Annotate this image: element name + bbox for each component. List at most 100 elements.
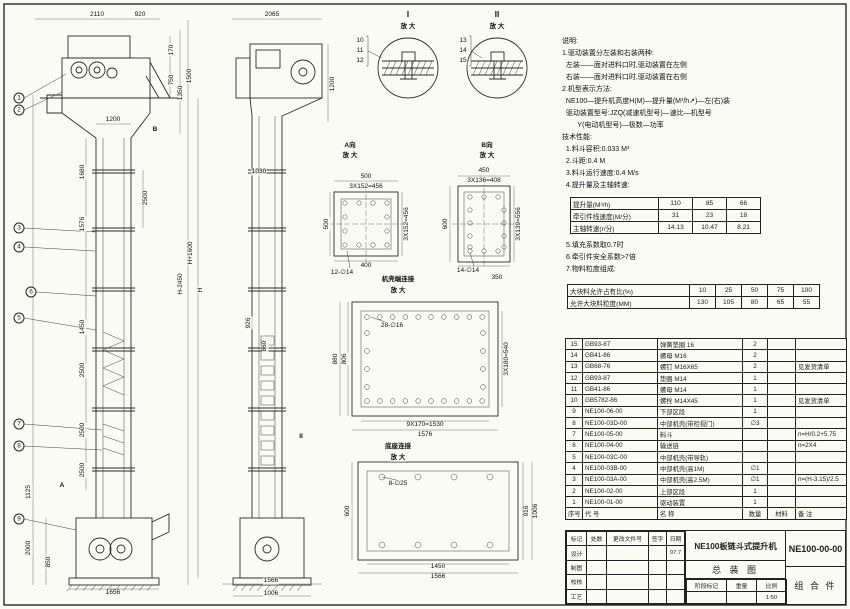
table-cell: 螺母 M14 [657, 383, 743, 396]
table-cell [795, 496, 847, 509]
table-cell: 1 [742, 383, 768, 396]
table-cell [795, 405, 847, 419]
table-cell [648, 559, 667, 576]
table-cell: 更改文件号 [606, 530, 649, 547]
table-cell: 1 [742, 405, 768, 419]
table-cell [767, 428, 796, 441]
table-row: 工艺 [566, 588, 685, 605]
table-cell: 弹簧垫圈 16 [657, 337, 743, 351]
table-cell: GB93-87 [582, 371, 658, 385]
table-cell: 重量 [726, 579, 757, 592]
table-cell: 85 [692, 197, 727, 210]
table-cell: 校核 [566, 574, 587, 590]
table-cell [606, 545, 649, 561]
table-cell: 大块料允许占有比(%) [567, 284, 690, 297]
table-cell [767, 360, 796, 373]
table-cell: 80 [741, 296, 768, 309]
table-cell: 10 [689, 284, 716, 297]
table-cell: 31 [658, 209, 693, 222]
notes-block: 说明:1.驱动装置分左装和右装两种: 左装——面对进料口时,驱动装置在左侧 右装… [562, 36, 847, 192]
table-cell: 料斗 [657, 428, 743, 441]
table-cell [586, 588, 607, 605]
table-cell [586, 545, 607, 561]
table-cell [767, 496, 796, 509]
table-cell: 1:50 [756, 591, 787, 604]
note-line: 1.驱动装置分左装和右装两种: [562, 50, 654, 57]
table-cell: NE100-06-00 [582, 405, 658, 419]
table-cell [767, 484, 796, 498]
table-cell: 3 [565, 473, 583, 486]
title-block-right: NE100-00-00 组 合 件 [785, 531, 845, 604]
table-cell [726, 591, 757, 604]
table-cell: 见发货清单 [795, 360, 847, 373]
table-cell: 12 [565, 371, 583, 385]
table-cell: GB68-76 [582, 360, 658, 373]
table-cell: NE100-03D-00 [582, 417, 658, 430]
table-cell: 允许大块料粒度(MM) [567, 296, 690, 309]
table-cell: 14.13 [658, 221, 693, 234]
table-cell: 7 [565, 428, 583, 441]
note-line: 7.物料粒度组成: [566, 266, 616, 273]
table-cell: 备 注 [795, 507, 847, 520]
table-cell: 螺栓 M14X45 [657, 394, 743, 407]
table-cell [795, 417, 847, 430]
table-row: 制图 [566, 559, 685, 576]
table-cell: 100 [793, 284, 820, 297]
table-cell [666, 559, 685, 576]
elevator-side-view [232, 43, 323, 586]
table-cell [742, 450, 768, 464]
table-cell: GB41-86 [582, 349, 658, 362]
table-cell: 日期 [666, 530, 685, 547]
table-cell [742, 439, 768, 452]
table-cell [767, 462, 796, 475]
table-cell: NE100-03B-00 [582, 462, 658, 475]
table-cell: 2 [565, 484, 583, 498]
table-cell: NE100-03A-00 [582, 473, 658, 486]
table-cell: 2 [742, 349, 768, 362]
drawing-number: NE100-00-00 [786, 531, 845, 567]
note-line: 1.料斗容积:0.033 M³ [562, 146, 630, 153]
table-cell [648, 588, 667, 605]
note-line: 3.料斗运行速度:0.4 M/s [562, 170, 639, 177]
table-row: 校核 [566, 574, 685, 590]
table-cell [795, 337, 847, 351]
table-cell: NE100-02-00 [582, 484, 658, 498]
table-row: 标记处数更改文件号签字日期 [566, 530, 685, 547]
note-line: 5.填充系数取0.7时 [566, 242, 624, 249]
note-line: 右装——面对进料口时,驱动装置在右侧 [562, 74, 687, 81]
table-cell: 105 [715, 296, 742, 309]
table-cell: 11 [565, 383, 583, 396]
table-cell [648, 545, 667, 561]
table-cell: 数量 [742, 507, 768, 520]
table-cell [666, 588, 685, 605]
table-cell: 1 [565, 496, 583, 509]
table-cell: 14 [565, 349, 583, 362]
table-cell: 标记 [566, 530, 587, 547]
table-cell: 工艺 [566, 588, 587, 605]
table-cell: ∅1 [742, 462, 768, 475]
table-cell [795, 462, 847, 475]
detail-base-view [357, 461, 519, 561]
table-cell: n=2X4 [795, 439, 847, 452]
table-cell: 2 [742, 360, 768, 373]
detail-b-view [452, 180, 516, 268]
table-cell [795, 349, 847, 362]
table-cell: 材料 [767, 507, 796, 520]
table-cell: 130 [689, 296, 716, 309]
table-cell [767, 383, 796, 396]
table-cell: 5 [565, 450, 583, 464]
table-cell: 中部机壳(高1M) [657, 462, 743, 475]
table-cell [767, 417, 796, 430]
note-line: 驱动装置型号:JZQ(减速机型号)—速比—机型号 [562, 110, 712, 117]
